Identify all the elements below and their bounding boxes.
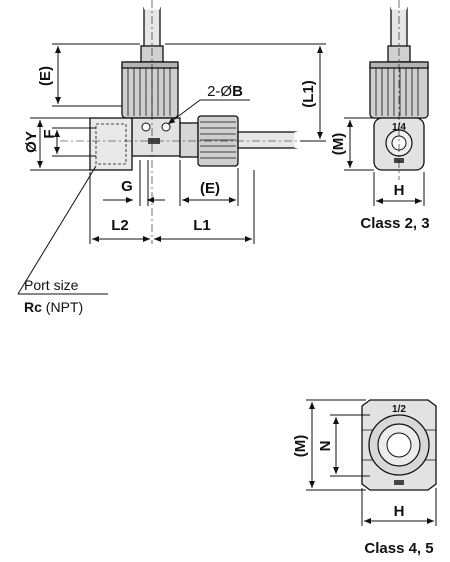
rc-label: Rc: [24, 299, 42, 315]
large-port-inner: [386, 432, 412, 458]
left-port: [89, 117, 133, 171]
large-port-marking: 1/2: [392, 404, 406, 415]
dimensions-side-small: (M) H Class 2, 3: [330, 117, 430, 232]
dim-N: N: [317, 441, 334, 452]
dim-M-large: (M): [292, 435, 309, 458]
dim-H-small: H: [394, 182, 405, 199]
mount-hole-1: [141, 122, 151, 132]
body-block: [131, 117, 181, 157]
dimensions-front: (E) (L1) ØY F 2-ØB G (E): [17, 43, 326, 315]
marking-plate: [148, 138, 160, 144]
dim-L2: L2: [111, 217, 129, 234]
dim-Y: ØY: [23, 131, 40, 153]
dim-E-bottom: (E): [200, 180, 220, 197]
dim-B-letter: B: [232, 83, 243, 100]
dim-M-small: (M): [330, 133, 347, 156]
dim-H-large: H: [394, 503, 405, 520]
dim-E-top: (E): [37, 66, 54, 86]
caption-class-23: Class 2, 3: [360, 215, 429, 232]
right-nut-base: [179, 122, 199, 158]
dim-B-prefix: 2-Ø: [207, 83, 232, 100]
horizontal-tube: [237, 131, 297, 149]
port-leader: [17, 165, 97, 295]
dim-F: F: [41, 129, 58, 138]
caption-class-45: Class 4, 5: [364, 540, 433, 557]
port-size-label: Port size: [24, 277, 79, 293]
dim-G: G: [121, 178, 133, 195]
side-view-large: 1/2: [361, 399, 437, 491]
dim-L1-vertical: (L1): [300, 80, 317, 108]
dim-L1: L1: [193, 217, 211, 234]
side-view-small: 1/4: [369, 0, 429, 180]
npt-label: (NPT): [42, 299, 83, 315]
dimensions-side-large: (M) N H Class 4, 5: [292, 399, 437, 557]
dim-B: 2-ØB: [207, 83, 243, 100]
port-type-label: Rc (NPT): [24, 299, 83, 315]
side-port-marking: 1/4: [392, 122, 406, 133]
upper-nut: [121, 61, 179, 119]
front-view: [60, 0, 300, 244]
mount-hole-2: [161, 122, 171, 132]
